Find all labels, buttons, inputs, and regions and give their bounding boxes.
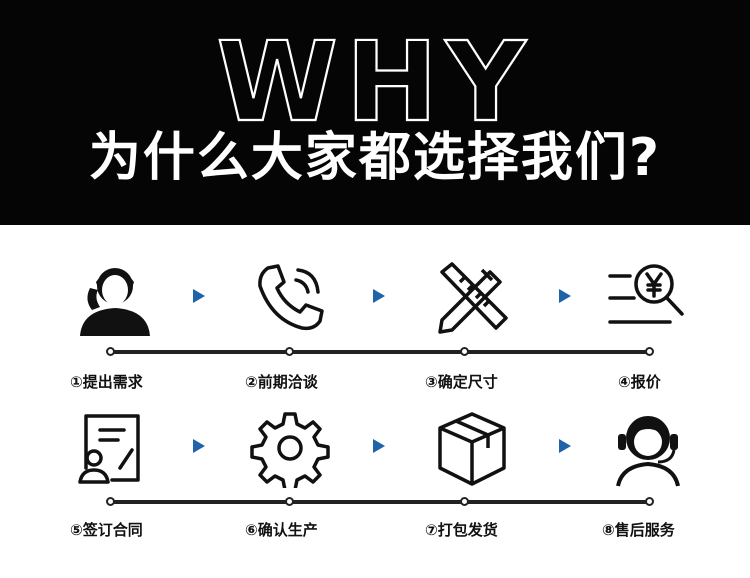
page-subtitle: 为什么大家都选择我们?	[88, 128, 662, 188]
customer-service-person-icon	[72, 258, 152, 338]
timeline-dot	[645, 347, 654, 356]
yen-search-quote-icon	[608, 258, 688, 338]
step-label-1: ①提出需求	[70, 373, 143, 391]
timeline-dot	[460, 497, 469, 506]
arrow-right-icon	[192, 438, 206, 454]
step-label-8: ⑧售后服务	[602, 521, 675, 539]
step-label-2: ②前期洽谈	[245, 373, 318, 391]
arrow-right-icon	[558, 288, 572, 304]
timeline-line	[114, 350, 650, 354]
timeline-dot	[106, 497, 115, 506]
timeline-dot	[645, 497, 654, 506]
step-label-6: ⑥确认生产	[245, 521, 318, 539]
pencil-ruler-icon	[432, 258, 512, 338]
package-box-icon	[432, 408, 512, 488]
timeline-line	[114, 500, 650, 504]
arrow-right-icon	[192, 288, 206, 304]
arrow-right-icon	[558, 438, 572, 454]
timeline-dot	[460, 347, 469, 356]
step-label-5: ⑤签订合同	[70, 521, 143, 539]
headset-support-icon	[608, 408, 688, 488]
phone-call-icon	[250, 258, 330, 338]
arrow-right-icon	[372, 288, 386, 304]
timeline-dot	[106, 347, 115, 356]
step-label-7: ⑦打包发货	[425, 521, 498, 539]
why-title: WHY	[215, 28, 533, 133]
timeline-dot	[285, 497, 294, 506]
why-title-text: WHY	[216, 28, 533, 133]
contract-signing-icon	[72, 408, 152, 488]
arrow-right-icon	[372, 438, 386, 454]
gear-production-icon	[250, 408, 330, 492]
timeline-dot	[285, 347, 294, 356]
hero-banner: WHY 为什么大家都选择我们?	[0, 0, 750, 225]
step-label-3: ③确定尺寸	[425, 373, 498, 391]
step-label-4: ④报价	[618, 373, 661, 391]
